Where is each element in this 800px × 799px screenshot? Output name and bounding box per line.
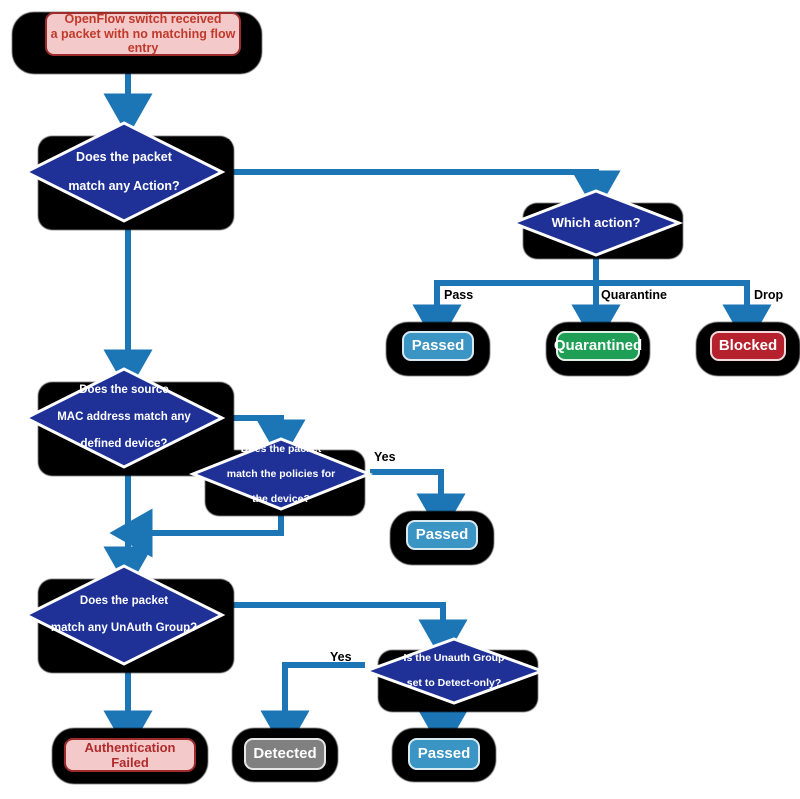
edge-label-quarantine: Quarantine [601,288,667,302]
passed-policy-node: Passed [406,520,478,550]
passed-policy-label: Passed [415,526,469,544]
passed-unauth-label: Passed [417,745,471,763]
edge-detect-yes-to-detected [260,662,365,754]
blocked-node: Blocked [710,331,786,361]
decision-action: Does the packet match any Action? [22,121,226,223]
edge-policies-yes-to-passed [370,469,466,537]
edge-label-drop: Drop [754,288,784,302]
detected-label: Detected [253,745,317,763]
blocked-label: Blocked [718,337,778,355]
edge-label-policies-yes: Yes [374,450,396,464]
passed-action-label: Passed [411,337,465,355]
quarantined-node: Quarantined [553,331,643,361]
quarantined-label: Quarantined [553,337,643,355]
edge-label-detect-yes: Yes [330,650,352,664]
start-node-line2: a packet with no matching flow entry [50,26,236,56]
edge-unauth-yes-to-detect [223,602,468,663]
decision-which-action: Which action? [508,189,684,257]
decision-detect-only: Is the Unauth Group set to Detect-only? [361,637,547,705]
edge-label-pass: Pass [444,288,474,302]
decision-unauth: Does the packet match any UnAuth Group? [22,564,226,666]
auth-failed-node: Authentication Failed [64,738,196,772]
passed-action-node: Passed [402,331,474,361]
passed-unauth-node: Passed [408,738,480,770]
decision-policies: Does the packet match the policies for t… [188,437,374,511]
edge-action-yes-to-which [223,169,621,214]
start-node-line1: OpenFlow switch received [64,11,222,26]
start-node: OpenFlow switch received a packet with n… [45,12,241,56]
detected-node: Detected [244,738,326,770]
auth-failed-label: Authentication Failed [84,739,176,770]
